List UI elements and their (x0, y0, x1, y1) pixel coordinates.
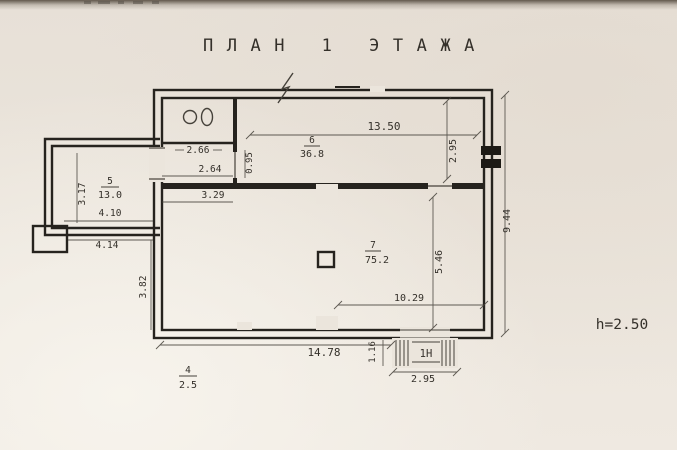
room-label-6: 6 36.8 (300, 135, 324, 160)
room-6-number: 6 (309, 135, 315, 146)
room-5-area: 13.0 (98, 190, 122, 201)
ceiling-height-note: h=2.50 (596, 317, 648, 333)
dim-13-50: 13.50 (367, 120, 400, 133)
dim-4-10: 4.10 (99, 208, 122, 219)
room-4-number: 4 (185, 365, 191, 376)
staircase: 1Н (392, 338, 458, 368)
dim-2-95-bottom: 2.95 (411, 374, 435, 385)
pilasters (237, 86, 385, 330)
internal-walls (162, 98, 484, 189)
annex-walls (31, 137, 160, 254)
flue-blocks (481, 146, 501, 168)
dim-2-66: 2.66 (187, 145, 210, 156)
sink-icon (182, 109, 198, 125)
dim-0-95: 0.95 (245, 152, 255, 174)
room-4-area: 2.5 (179, 380, 197, 391)
room-label-7: 7 75.2 (365, 240, 389, 266)
column (316, 250, 336, 269)
dimension-labels: 13.50 2.95 2.66 0.95 2.64 3.29 3.17 4.10… (77, 120, 513, 385)
stair-steps-left (395, 340, 409, 366)
room-7-number: 7 (370, 240, 376, 251)
dimension-lines (64, 90, 510, 377)
room-6-area: 36.8 (300, 149, 324, 160)
annex-porch-notch (31, 224, 69, 254)
page-title: ПЛАН 1 ЭТАЖА (203, 36, 488, 56)
dim-14-78: 14.78 (307, 346, 340, 359)
dim-4-14: 4.14 (96, 240, 119, 251)
room-label-4: 4 2.5 (179, 365, 197, 391)
staircase-label: 1Н (420, 348, 433, 360)
dim-2-64: 2.64 (199, 164, 222, 175)
room-labels: 6 36.8 5 13.0 7 75.2 4 2.5 (98, 135, 389, 391)
dim-3-29: 3.29 (202, 190, 225, 201)
room-label-5: 5 13.0 (98, 176, 122, 201)
dim-3-17: 3.17 (77, 183, 88, 206)
door-opening-annex (149, 147, 165, 182)
dim-3-82: 3.82 (138, 276, 149, 299)
room-5-number: 5 (107, 176, 113, 187)
dim-5-46: 5.46 (434, 250, 445, 274)
toilet-icon (200, 107, 214, 127)
wall-break-mark (277, 72, 294, 104)
dim-10-29: 10.29 (394, 293, 424, 304)
dim-2-95-right: 2.95 (448, 139, 459, 163)
scan-artifact-marks (84, 1, 159, 4)
stair-steps-right (441, 340, 455, 366)
dim-9-44: 9.44 (502, 209, 513, 233)
main-building-walls (152, 88, 494, 340)
wc-fixtures (182, 107, 214, 127)
room-7-area: 75.2 (365, 255, 389, 266)
dim-1-16: 1.16 (368, 341, 378, 363)
